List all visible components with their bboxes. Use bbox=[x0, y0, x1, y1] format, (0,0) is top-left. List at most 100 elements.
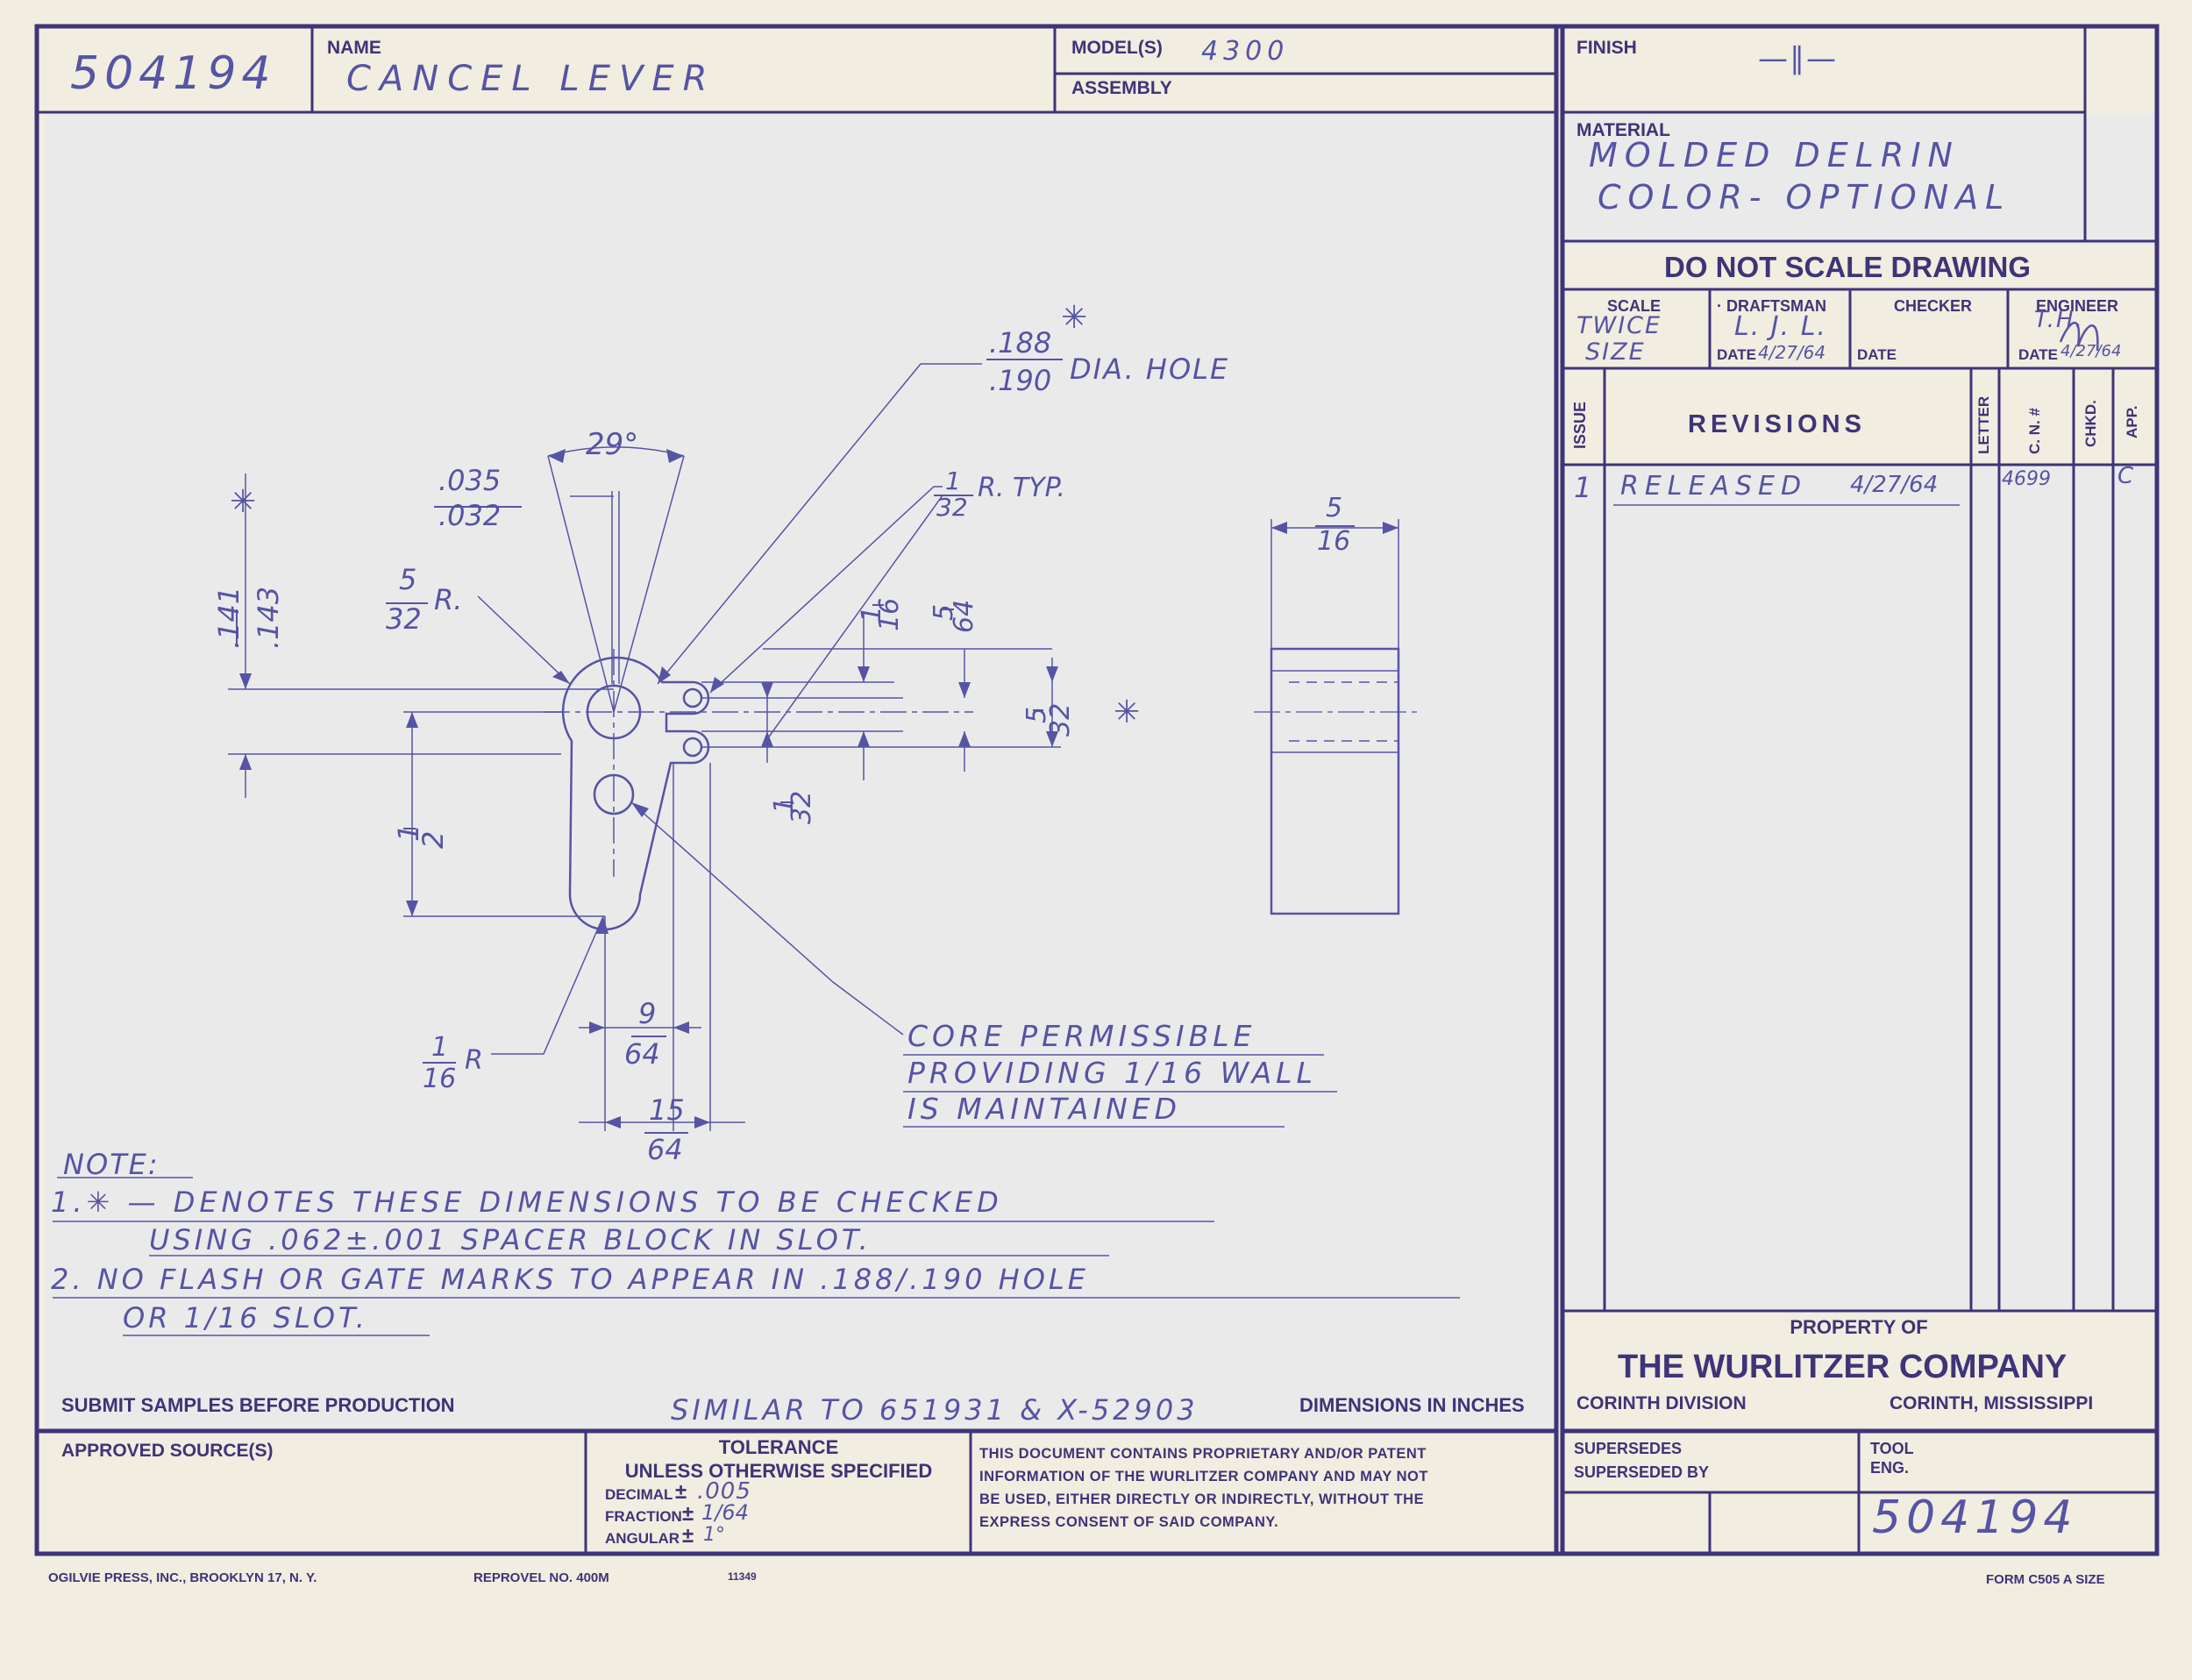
radius-116-den: 16 bbox=[423, 1064, 457, 1094]
name-label: NAME bbox=[327, 38, 381, 58]
part-number: 504194 bbox=[70, 47, 276, 100]
arrowheads bbox=[239, 449, 1058, 1128]
printer-credit: OGILVIE PRESS, INC., BROOKLYN 17, N. Y. bbox=[48, 1570, 317, 1585]
assembly-label: ASSEMBLY bbox=[1071, 78, 1172, 98]
engineer-date: 4/27/64 bbox=[2060, 342, 2122, 360]
dim-1-16-den: 16 bbox=[874, 597, 905, 631]
height-dim-bottom: .143 bbox=[252, 586, 285, 649]
side-view-arrowheads bbox=[1271, 522, 1398, 534]
tool-label: TOOL bbox=[1870, 1440, 1914, 1457]
drawing-field bbox=[46, 114, 1555, 1429]
handwritten-marks bbox=[2059, 321, 2099, 352]
radius-532-den: 32 bbox=[386, 602, 422, 636]
supersedes-label: SUPERSEDES bbox=[1574, 1440, 1683, 1457]
models-value: 4300 bbox=[1201, 36, 1290, 67]
part-side-view bbox=[1254, 519, 1420, 915]
part-name: CANCEL LEVER bbox=[346, 59, 716, 99]
finish-value: —∥— bbox=[1758, 41, 1838, 76]
angular-pm: ± bbox=[682, 1524, 694, 1548]
material-line-1: MOLDED DELRIN bbox=[1589, 136, 1960, 174]
engineer-label: ENGINEER bbox=[2036, 297, 2119, 315]
side-5-16-num: 5 bbox=[1326, 493, 1343, 523]
note-line-2: USING .062±.001 SPACER BLOCK IN SLOT. bbox=[149, 1223, 872, 1256]
scale-label: SCALE bbox=[1607, 297, 1662, 315]
engineer-date-label: DATE bbox=[2018, 346, 2059, 363]
height-dim-top: .141 bbox=[212, 586, 246, 649]
submit-samples: SUBMIT SAMPLES BEFORE PRODUCTION bbox=[61, 1394, 455, 1416]
revision-cn: 4699 bbox=[2002, 468, 2051, 490]
part-number-bottom: 504194 bbox=[1872, 1491, 2078, 1544]
proprietary-line-3: BE USED, EITHER DIRECTLY OR INDIRECTLY, … bbox=[979, 1491, 1425, 1507]
property-of: PROPERTY OF bbox=[1790, 1316, 1928, 1338]
dim-1-2-den: 2 bbox=[416, 830, 450, 849]
radius-typ-note: R. TYP. bbox=[978, 473, 1066, 503]
note-line-1: 1.✳ — DENOTES THESE DIMENSIONS TO BE CHE… bbox=[51, 1185, 1003, 1219]
dim-1-32-den: 32 bbox=[786, 790, 817, 824]
center-lines bbox=[544, 649, 973, 877]
fraction-label: FRACTION bbox=[605, 1508, 682, 1525]
dim-5-32-den: 32 bbox=[1045, 702, 1076, 737]
checker-date-label: DATE bbox=[1857, 346, 1897, 363]
radius-typ-den: 32 bbox=[936, 493, 968, 522]
do-not-scale-banner: DO NOT SCALE DRAWING bbox=[1664, 251, 2031, 283]
angular-label: ANGULAR bbox=[605, 1530, 680, 1547]
models-label: MODEL(S) bbox=[1071, 38, 1163, 58]
division: CORINTH DIVISION bbox=[1576, 1393, 1747, 1413]
revisions-title: REVISIONS bbox=[1688, 410, 1866, 438]
decimal-value: .005 bbox=[697, 1478, 751, 1505]
title-grid bbox=[37, 26, 2157, 1554]
location: CORINTH, MISSISSIPPI bbox=[1890, 1393, 2094, 1413]
dimension-lines bbox=[228, 363, 1061, 1131]
tolerance-sub: UNLESS OTHERWISE SPECIFIED bbox=[624, 1460, 933, 1482]
dim-9-64-num: 9 bbox=[638, 997, 657, 1030]
similar-to: SIMILAR TO 651931 & X-52903 bbox=[671, 1393, 1199, 1427]
issue-label: ISSUE bbox=[1571, 401, 1589, 449]
revisions-field bbox=[1567, 465, 2156, 1311]
letter-label: LETTER bbox=[1975, 395, 1992, 454]
dim-15-64-num: 15 bbox=[649, 1093, 685, 1127]
angular-value: 1° bbox=[703, 1524, 725, 1546]
scale-line-2: SIZE bbox=[1585, 338, 1646, 366]
company-name: THE WURLITZER COMPANY bbox=[1618, 1349, 2067, 1385]
form-size: FORM C505 A SIZE bbox=[1986, 1572, 2105, 1587]
revision-issue: 1 bbox=[1574, 471, 1594, 504]
hole-dim-top: .188 bbox=[989, 326, 1052, 359]
draftsman-value: L. J. L. bbox=[1734, 311, 1827, 342]
core-note-2: PROVIDING 1/16 WALL bbox=[907, 1056, 1317, 1090]
superseded-by-label: SUPERSEDED BY bbox=[1574, 1463, 1710, 1481]
finish-label: FINISH bbox=[1576, 38, 1637, 58]
proprietary-line-1: THIS DOCUMENT CONTAINS PROPRIETARY AND/O… bbox=[979, 1446, 1427, 1462]
revision-text: RELEASED bbox=[1620, 471, 1808, 502]
revision-date: 4/27/64 bbox=[1850, 472, 1939, 498]
checker-label: CHECKER bbox=[1894, 297, 1973, 315]
hole-star: ✳ bbox=[1061, 300, 1088, 336]
tolerance-title: TOLERANCE bbox=[718, 1436, 839, 1458]
slot-dim-top: .035 bbox=[438, 464, 502, 497]
note-line-4: OR 1/16 SLOT. bbox=[123, 1301, 368, 1335]
scale-line-1: TWICE bbox=[1576, 312, 1662, 339]
chkd-label: CHKD. bbox=[2082, 400, 2099, 447]
radius-116-suffix: R bbox=[465, 1045, 483, 1076]
hole-note: DIA. HOLE bbox=[1070, 352, 1230, 386]
note-heading: NOTE: bbox=[63, 1148, 160, 1181]
draftsman-label: · DRAFTSMAN bbox=[1717, 297, 1826, 315]
radius-532-suffix: R. bbox=[434, 583, 463, 616]
draftsman-date-label: DATE bbox=[1717, 346, 1757, 363]
core-note-1: CORE PERMISSIBLE bbox=[907, 1019, 1256, 1053]
draftsman-date: 4/27/64 bbox=[1758, 342, 1826, 363]
height-star: ✳ bbox=[230, 484, 257, 520]
material-line-2: COLOR- OPTIONAL bbox=[1598, 178, 2011, 217]
cn-label: C. N. # bbox=[2026, 408, 2043, 454]
fraction-value: 1/64 bbox=[701, 1500, 749, 1525]
form-code: 11349 bbox=[728, 1570, 757, 1583]
note-line-3: 2. NO FLASH OR GATE MARKS TO APPEAR IN .… bbox=[51, 1263, 1089, 1296]
radius-532-num: 5 bbox=[399, 563, 417, 596]
proprietary-line-2: INFORMATION OF THE WURLITZER COMPANY AND… bbox=[979, 1469, 1428, 1484]
revision-app: C bbox=[2117, 463, 2134, 489]
app-label: APP. bbox=[2124, 405, 2140, 439]
engineer-value: T.H. bbox=[2034, 307, 2084, 333]
side-5-16-den: 16 bbox=[1317, 526, 1351, 557]
material-label: MATERIAL bbox=[1576, 120, 1670, 140]
